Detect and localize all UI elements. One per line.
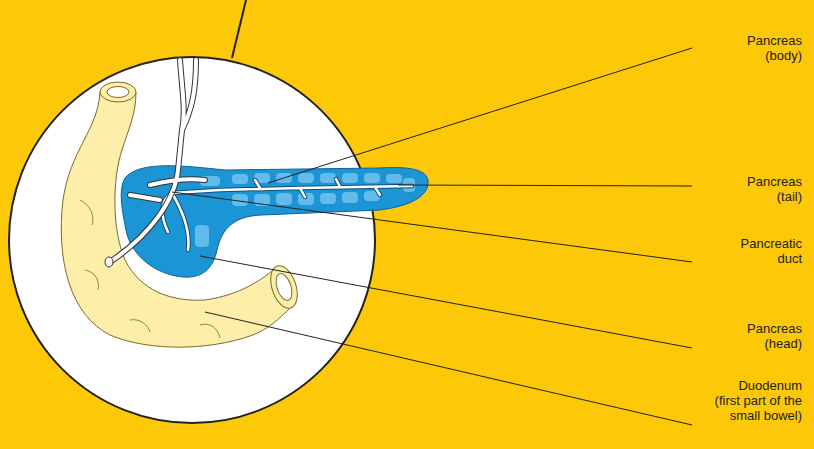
bile-duct: [110, 60, 205, 262]
duodenum-lumen: [273, 272, 295, 303]
leader-line: [268, 48, 692, 183]
part-label: Pancreas (head): [722, 321, 802, 351]
bile-ducts: [105, 60, 205, 267]
part-label: Pancreatic duct: [727, 236, 802, 266]
bile-duct-outline: [110, 60, 205, 262]
leader-line: [200, 256, 692, 348]
leader-line: [172, 192, 692, 262]
leader-lines: [172, 48, 692, 425]
duct-end: [105, 257, 113, 267]
pancreatic-duct-drawing: [162, 179, 412, 250]
duct-outline: [162, 179, 412, 250]
callout-line: [232, 0, 246, 58]
leader-line: [205, 312, 692, 425]
leader-line: [398, 185, 692, 186]
duodenum-lumen: [107, 87, 129, 98]
part-label: Duodenum (first part of the small bowel): [713, 378, 802, 423]
part-label: Pancreas (tail): [722, 174, 802, 204]
duodenum-end: [100, 82, 136, 102]
part-label: Pancreas (body): [722, 33, 802, 63]
